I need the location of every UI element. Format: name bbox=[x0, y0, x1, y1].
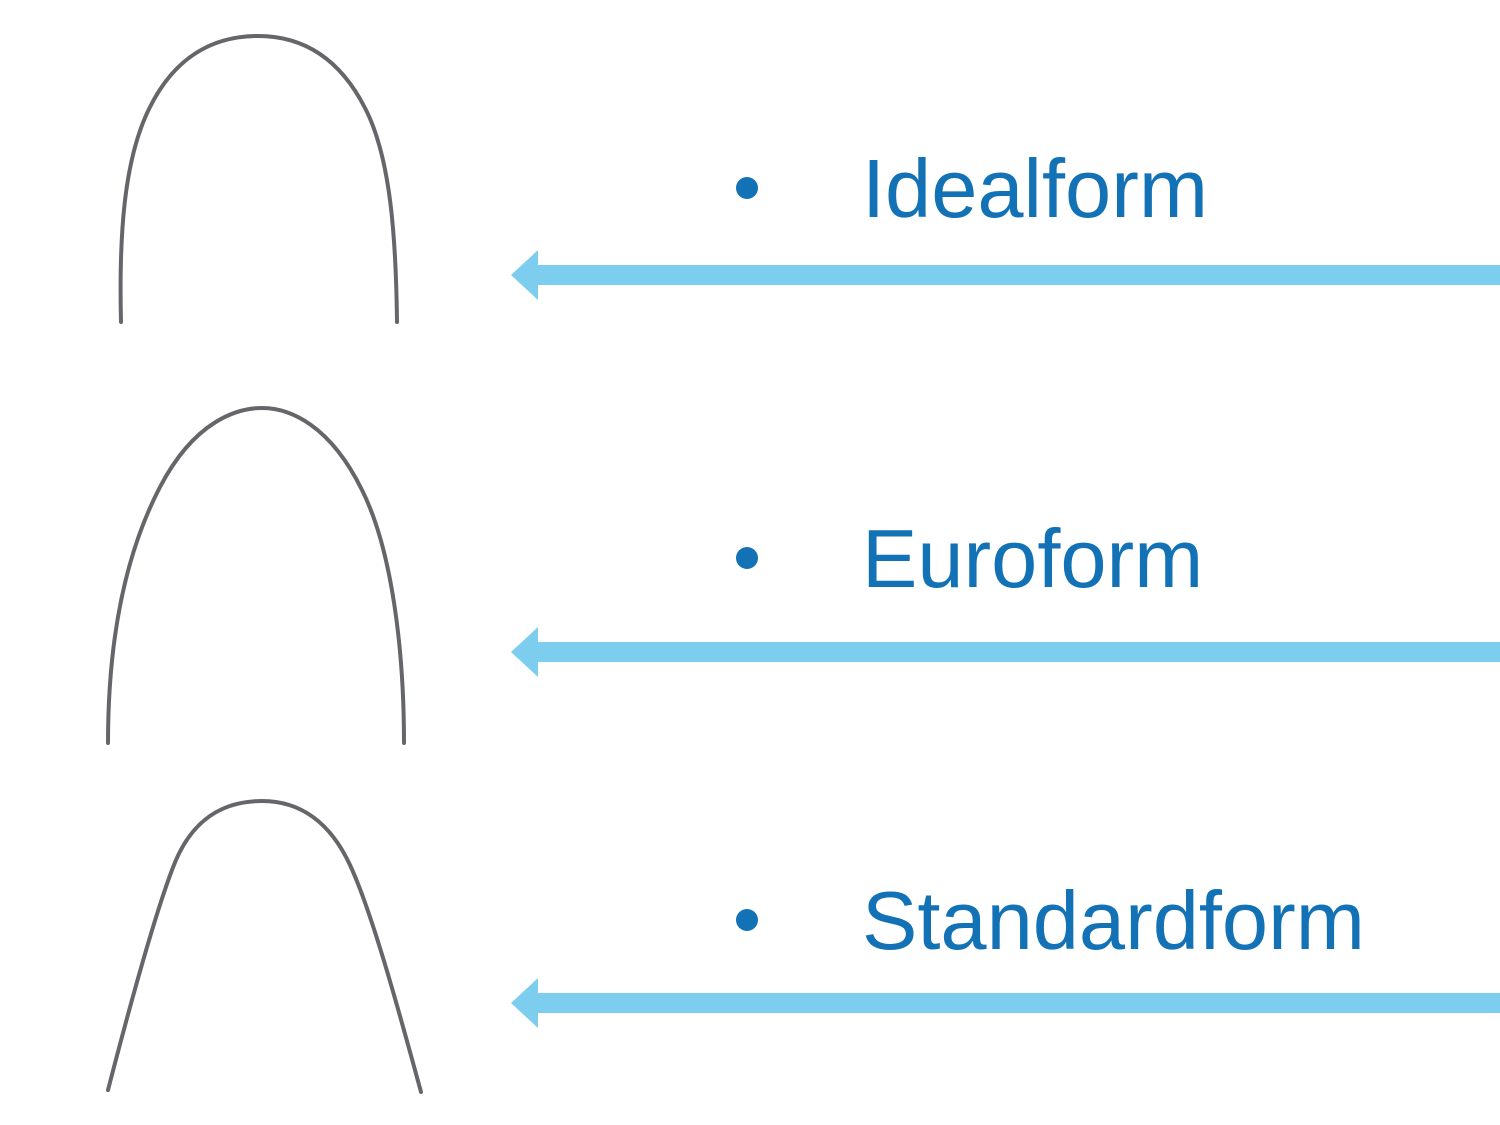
standardform-archwire-curve bbox=[106, 798, 423, 1094]
bullet-item-standardform: Standardform bbox=[736, 875, 1365, 965]
bullet-icon bbox=[736, 909, 758, 931]
euroform-label: Euroform bbox=[862, 511, 1204, 605]
idealform-archwire-curve bbox=[118, 33, 399, 324]
bullet-icon bbox=[736, 177, 758, 199]
standardform-arrow bbox=[511, 978, 1500, 1028]
bullet-item-euroform: Euroform bbox=[736, 513, 1203, 603]
arrow-shaft bbox=[536, 993, 1500, 1013]
idealform-label: Idealform bbox=[862, 141, 1208, 235]
arrow-shaft bbox=[536, 265, 1500, 285]
euroform-arrow bbox=[511, 627, 1500, 677]
bullet-icon bbox=[736, 547, 758, 569]
bullet-item-idealform: Idealform bbox=[736, 143, 1208, 233]
arrow-left-icon bbox=[511, 627, 538, 677]
arrow-shaft bbox=[536, 642, 1500, 662]
arrow-left-icon bbox=[511, 978, 538, 1028]
arrow-left-icon bbox=[511, 250, 538, 300]
euroform-archwire-curve bbox=[106, 405, 406, 745]
idealform-arrow bbox=[511, 250, 1500, 300]
standardform-label: Standardform bbox=[862, 873, 1365, 967]
